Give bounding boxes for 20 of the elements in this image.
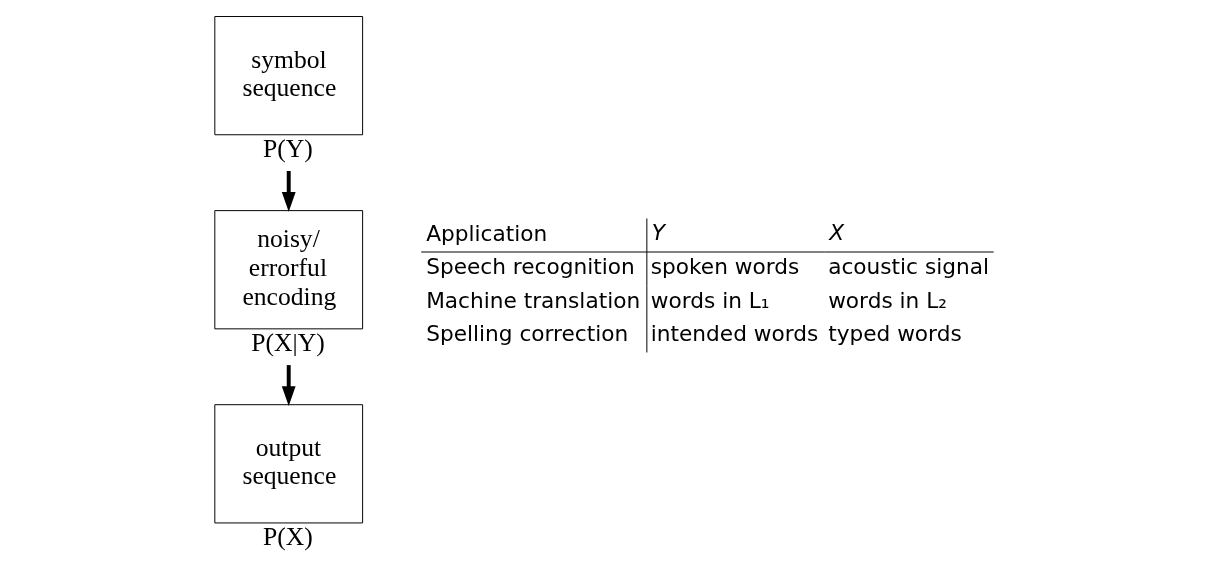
label: acoustic signal [828,254,989,280]
node-box: noisy/ errorful encoding [214,210,364,330]
label: Machine translation [426,287,641,313]
node-box: output sequence [214,404,364,524]
label: words in L₂ [828,287,947,313]
label: Application [426,220,548,246]
label: words in L₁ [650,287,770,313]
label: Y [651,219,666,245]
label: typed words [828,321,962,347]
node-label: P(X) [263,522,313,552]
node-label: P(Y) [263,134,313,164]
node-label: P(X|Y) [251,328,325,358]
node-box: symbol sequence [214,16,364,136]
label: spoken words [650,254,800,280]
label: Spelling correction [426,321,629,347]
arrow [281,365,296,406]
label: X [829,219,844,245]
label: intended words [650,321,819,347]
label: Speech recognition [426,254,635,280]
arrow [281,171,296,212]
